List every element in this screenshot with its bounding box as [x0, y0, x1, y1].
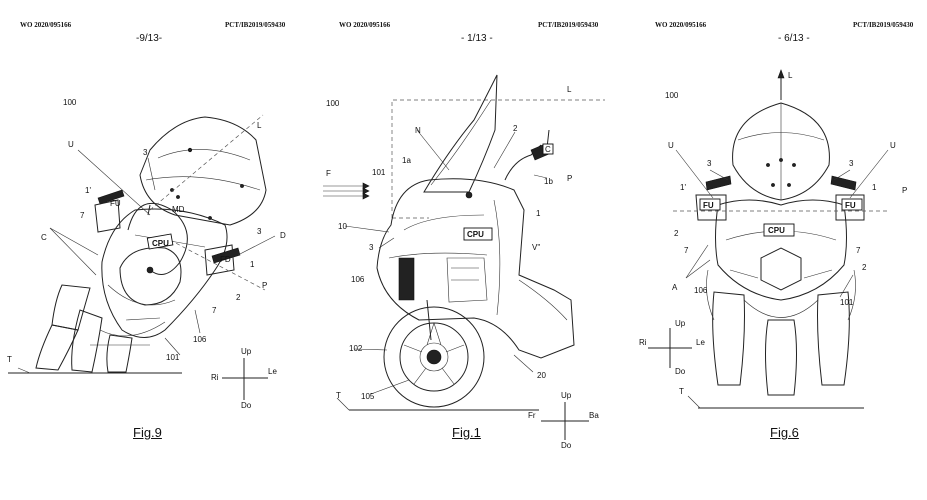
axis-right-label: Le — [696, 338, 705, 347]
figure-caption: Fig.1 — [452, 425, 481, 440]
label-106: 106 — [694, 286, 708, 295]
label-100: 100 — [665, 91, 679, 100]
axis-left-label: Ri — [211, 373, 219, 382]
label-FU1: FU — [703, 201, 714, 210]
label-U2: U — [890, 141, 896, 150]
axis-up-label: Up — [675, 319, 686, 328]
label-2a: 2 — [674, 229, 679, 238]
label-3b: 3 — [257, 227, 262, 236]
label-1b: 1b — [544, 177, 553, 186]
figure-6-drawing: L 100 U U 3 3 1' 1 P FU FU 2 CPU 7 7 2 A… — [639, 69, 907, 409]
publication-number: WO 2020/095166 — [20, 21, 72, 29]
label-L: L — [788, 71, 793, 80]
application-number: PCT/IB2019/059430 — [225, 21, 286, 29]
label-U1: U — [668, 141, 674, 150]
label-FU2: FU — [845, 201, 856, 210]
label-20: 20 — [537, 371, 546, 380]
label-3: 3 — [369, 243, 374, 252]
axis-up-label: Up — [561, 391, 572, 400]
label-2b: 2 — [862, 263, 867, 272]
label-7: 7 — [80, 211, 85, 220]
label-1-prime: 1' — [680, 183, 686, 192]
label-C: C — [41, 233, 47, 242]
label-3a: 3 — [707, 159, 712, 168]
label-A: A — [672, 283, 678, 292]
label-CPU: CPU — [467, 230, 484, 239]
label-L: L — [257, 121, 262, 130]
application-number: PCT/IB2019/059430 — [538, 21, 599, 29]
axis-left-label: Ri — [639, 338, 647, 347]
label-106: 106 — [351, 275, 365, 284]
figure-caption: Fig.6 — [770, 425, 799, 440]
label-1: 1 — [250, 260, 255, 269]
label-T: T — [679, 387, 684, 396]
label-102: 102 — [349, 344, 363, 353]
axis-down-label: Do — [561, 441, 572, 450]
figure-1-panel: WO 2020/095166 PCT/IB2019/059430 - 1/13 … — [309, 0, 618, 500]
axis-down-label: Do — [241, 401, 252, 410]
label-106: 106 — [193, 335, 207, 344]
label-7a: 7 — [684, 246, 689, 255]
label-7b: 7 — [212, 306, 217, 315]
label-N: N — [415, 126, 421, 135]
label-L: L — [567, 85, 572, 94]
label-101: 101 — [372, 168, 386, 177]
application-number: PCT/IB2019/059430 — [853, 21, 914, 29]
label-C: C — [545, 145, 551, 154]
label-3: 3 — [143, 148, 148, 157]
axis-right-label: Ba — [589, 411, 599, 420]
label-T: T — [336, 391, 341, 400]
label-MD: MD — [172, 205, 185, 214]
label-T: T — [7, 355, 12, 364]
figure-9-panel: WO 2020/095166 PCT/IB2019/059430 -9/13- — [0, 0, 309, 500]
axis-right-label: Le — [268, 367, 277, 376]
label-P: P — [567, 174, 572, 183]
label-101: 101 — [166, 353, 180, 362]
label-10: 10 — [338, 222, 347, 231]
page-number: - 1/13 - — [461, 33, 493, 44]
label-P: P — [902, 186, 907, 195]
figure-6-panel: WO 2020/095166 PCT/IB2019/059430 - 6/13 … — [618, 0, 927, 500]
label-U: U — [68, 140, 74, 149]
label-100: 100 — [63, 98, 77, 107]
figure-caption: Fig.9 — [133, 425, 162, 440]
label-CPU: CPU — [768, 226, 785, 235]
figure-9-drawing: 100 U 3 L 1' FU 7 MD C CPU 3 D FD 1 P 2 … — [7, 98, 286, 410]
label-2: 2 — [513, 124, 518, 133]
label-1: 1 — [536, 209, 541, 218]
axis-down-label: Do — [675, 367, 686, 376]
label-101: 101 — [840, 298, 854, 307]
label-V: V'' — [532, 243, 541, 252]
label-CPU: CPU — [152, 239, 169, 248]
label-F: F — [326, 169, 331, 178]
figure-1-drawing: 100 L N 2 1a C 1b F 101 P 10 1 CPU V'' 3… — [323, 74, 605, 450]
label-2: 2 — [236, 293, 241, 302]
publication-number: WO 2020/095166 — [339, 21, 391, 29]
label-FU: FU — [110, 199, 121, 208]
label-1-prime: 1' — [85, 186, 91, 195]
axis-left-label: Fr — [528, 411, 536, 420]
label-3b: 3 — [849, 159, 854, 168]
page-number: -9/13- — [136, 33, 163, 44]
label-1: 1 — [872, 183, 877, 192]
publication-number: WO 2020/095166 — [655, 21, 707, 29]
page-number: - 6/13 - — [778, 33, 810, 44]
label-P: P — [262, 281, 267, 290]
label-100: 100 — [326, 99, 340, 108]
label-105: 105 — [361, 392, 375, 401]
label-7b: 7 — [856, 246, 861, 255]
axis-up-label: Up — [241, 347, 252, 356]
label-D: D — [280, 231, 286, 240]
label-FD: FD — [220, 255, 231, 264]
label-1a: 1a — [402, 156, 411, 165]
